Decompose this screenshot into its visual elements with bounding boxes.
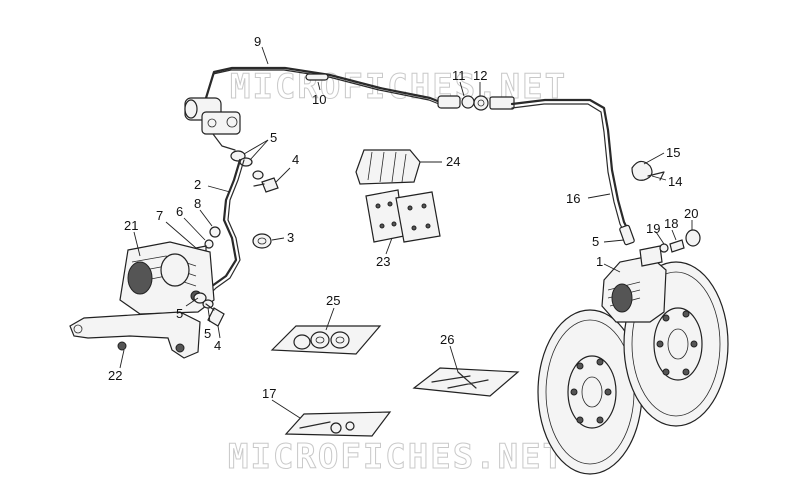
callout-19: 19	[646, 221, 660, 236]
callout-14: 14	[668, 174, 682, 189]
watermark-bottom: MICROFICHES.NET	[228, 437, 565, 477]
washer-5-lower	[193, 292, 207, 304]
callout-21: 21	[124, 218, 138, 233]
callout-4-top: 4	[292, 152, 299, 167]
callout-10: 10	[312, 92, 326, 107]
junction-fitting-11-12	[437, 95, 515, 111]
pin-kit-26	[412, 367, 520, 397]
callout-9: 9	[254, 34, 261, 49]
callout-23: 23	[376, 254, 390, 269]
callouts: 9 10 11 12 15 14 16 24 23 5 4 2 3 8 6 7	[108, 34, 698, 419]
callout-2: 2	[194, 177, 201, 192]
caliper-bracket-22	[69, 311, 201, 359]
callout-25: 25	[326, 293, 340, 308]
seal-kit-25	[270, 325, 382, 355]
callout-8: 8	[194, 196, 201, 211]
clip-15-14	[631, 160, 665, 181]
bleed-parts-18-20	[659, 229, 701, 253]
callout-16: 16	[566, 191, 580, 206]
callout-22: 22	[108, 368, 122, 383]
brake-hose-2	[200, 158, 245, 299]
callout-24: 24	[446, 154, 460, 169]
pipe-clip-10	[305, 73, 329, 81]
callout-5-mid: 5	[204, 326, 211, 341]
grommet-3	[252, 233, 272, 249]
screw-kit-17	[284, 411, 392, 437]
brake-hose-16	[510, 98, 635, 246]
callout-17: 17	[262, 386, 276, 401]
callout-5-left: 5	[176, 306, 183, 321]
front-caliper-1	[601, 245, 667, 323]
callout-12: 12	[473, 68, 487, 83]
nut-8	[209, 226, 221, 238]
callout-18: 18	[664, 216, 678, 231]
callout-5-right: 5	[592, 234, 599, 249]
washer-5-lower-b	[202, 299, 214, 309]
callout-15: 15	[666, 145, 680, 160]
brake-pipe-9	[204, 66, 447, 107]
callout-20: 20	[684, 206, 698, 221]
callout-4-lower: 4	[214, 338, 221, 353]
pad-spring-24	[355, 149, 421, 185]
callout-5-top: 5	[270, 130, 277, 145]
brake-pads-23	[365, 189, 441, 243]
master-cylinder	[184, 97, 241, 151]
brake-disc-left	[537, 309, 643, 475]
callout-1: 1	[596, 254, 603, 269]
bolt-4-top	[253, 177, 279, 193]
callout-11: 11	[452, 68, 466, 83]
callout-7: 7	[156, 208, 163, 223]
washer-6	[204, 239, 214, 249]
watermark-top: MICROFICHES.NET	[230, 67, 567, 107]
callout-6: 6	[176, 204, 183, 219]
callout-3: 3	[287, 230, 294, 245]
callout-26: 26	[440, 332, 454, 347]
